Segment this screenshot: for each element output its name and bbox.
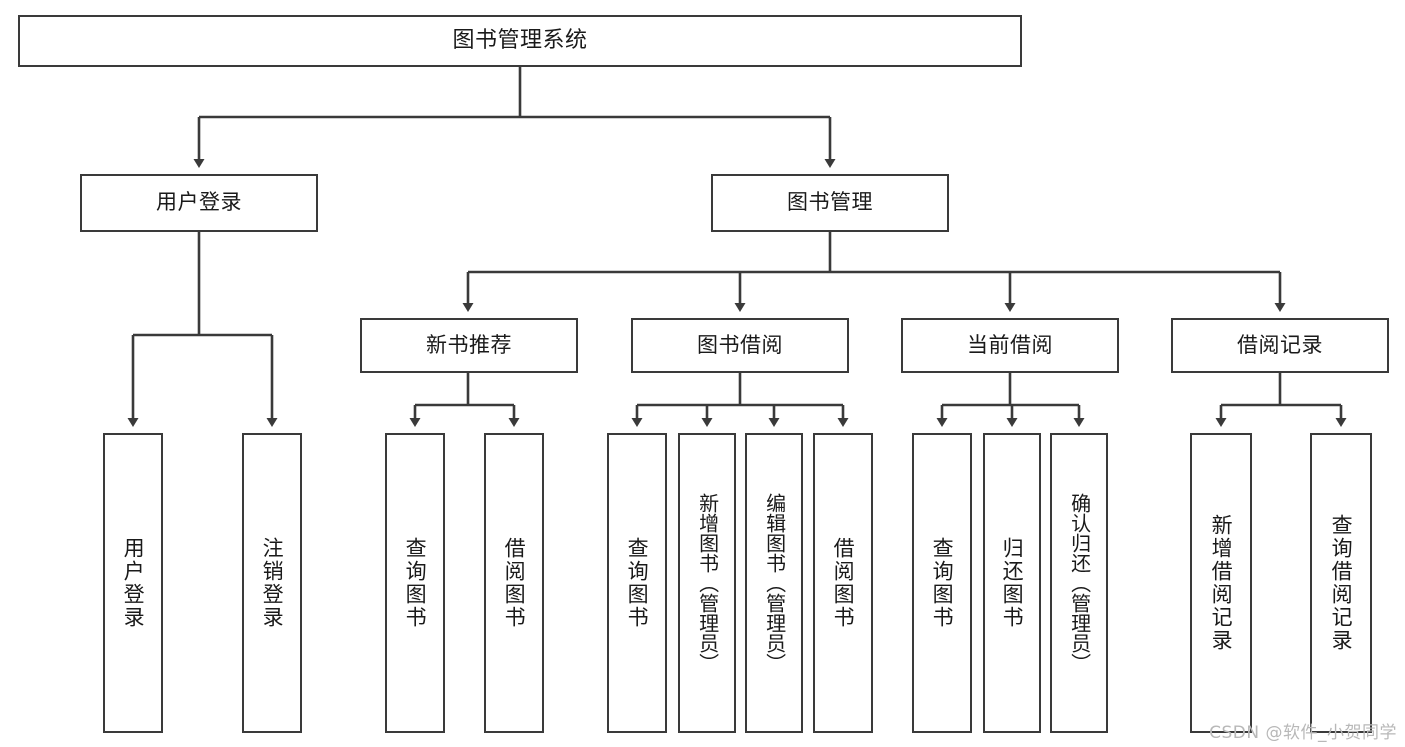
node-leaf-confirm-return-admin-label: 确认归还（管理员） (1067, 493, 1092, 673)
node-current-borrow-label: 当前借阅 (967, 332, 1053, 357)
node-leaf-query-book-borrow-label: 查询图书 (625, 537, 650, 629)
node-leaf-borrow-book[interactable]: 借阅图书 (813, 433, 873, 733)
node-leaf-query-book-current[interactable]: 查询图书 (912, 433, 972, 733)
node-leaf-query-borrow-record[interactable]: 查询借阅记录 (1310, 433, 1372, 733)
node-leaf-borrow-book-rec[interactable]: 借阅图书 (484, 433, 544, 733)
node-user-login[interactable]: 用户登录 (80, 174, 318, 232)
node-leaf-user-login[interactable]: 用户登录 (103, 433, 163, 733)
node-leaf-return-book[interactable]: 归还图书 (983, 433, 1041, 733)
node-leaf-query-borrow-record-label: 查询借阅记录 (1329, 514, 1354, 652)
node-leaf-query-book-borrow[interactable]: 查询图书 (607, 433, 667, 733)
node-root-label: 图书管理系统 (452, 27, 588, 53)
node-borrow-record-label: 借阅记录 (1237, 332, 1323, 357)
node-leaf-query-book-rec[interactable]: 查询图书 (385, 433, 445, 733)
node-new-book-rec[interactable]: 新书推荐 (360, 318, 578, 373)
node-borrow-record[interactable]: 借阅记录 (1171, 318, 1389, 373)
node-leaf-logout-label: 注销登录 (260, 537, 285, 629)
node-user-login-label: 用户登录 (156, 190, 242, 215)
node-leaf-query-book-current-label: 查询图书 (930, 537, 955, 629)
node-leaf-confirm-return-admin[interactable]: 确认归还（管理员） (1050, 433, 1108, 733)
node-book-borrow-label: 图书借阅 (697, 332, 783, 357)
node-leaf-user-login-label: 用户登录 (121, 537, 146, 629)
node-leaf-edit-book-admin[interactable]: 编辑图书（管理员） (745, 433, 803, 733)
node-book-borrow[interactable]: 图书借阅 (631, 318, 849, 373)
node-root[interactable]: 图书管理系统 (18, 15, 1022, 67)
node-leaf-return-book-label: 归还图书 (1000, 537, 1025, 629)
node-current-borrow[interactable]: 当前借阅 (901, 318, 1119, 373)
node-leaf-borrow-book-rec-label: 借阅图书 (502, 537, 527, 629)
node-leaf-add-borrow-record[interactable]: 新增借阅记录 (1190, 433, 1252, 733)
node-leaf-query-book-rec-label: 查询图书 (403, 537, 428, 629)
node-leaf-edit-book-admin-label: 编辑图书（管理员） (762, 493, 787, 673)
node-leaf-logout[interactable]: 注销登录 (242, 433, 302, 733)
node-book-manage[interactable]: 图书管理 (711, 174, 949, 232)
node-leaf-add-borrow-record-label: 新增借阅记录 (1209, 514, 1234, 652)
node-leaf-add-book-admin-label: 新增图书（管理员） (695, 493, 720, 673)
node-leaf-borrow-book-label: 借阅图书 (831, 537, 856, 629)
watermark: CSDN @软件_小贺同学 (1209, 723, 1397, 743)
node-book-manage-label: 图书管理 (787, 190, 873, 215)
node-new-book-rec-label: 新书推荐 (426, 332, 512, 357)
node-leaf-add-book-admin[interactable]: 新增图书（管理员） (678, 433, 736, 733)
